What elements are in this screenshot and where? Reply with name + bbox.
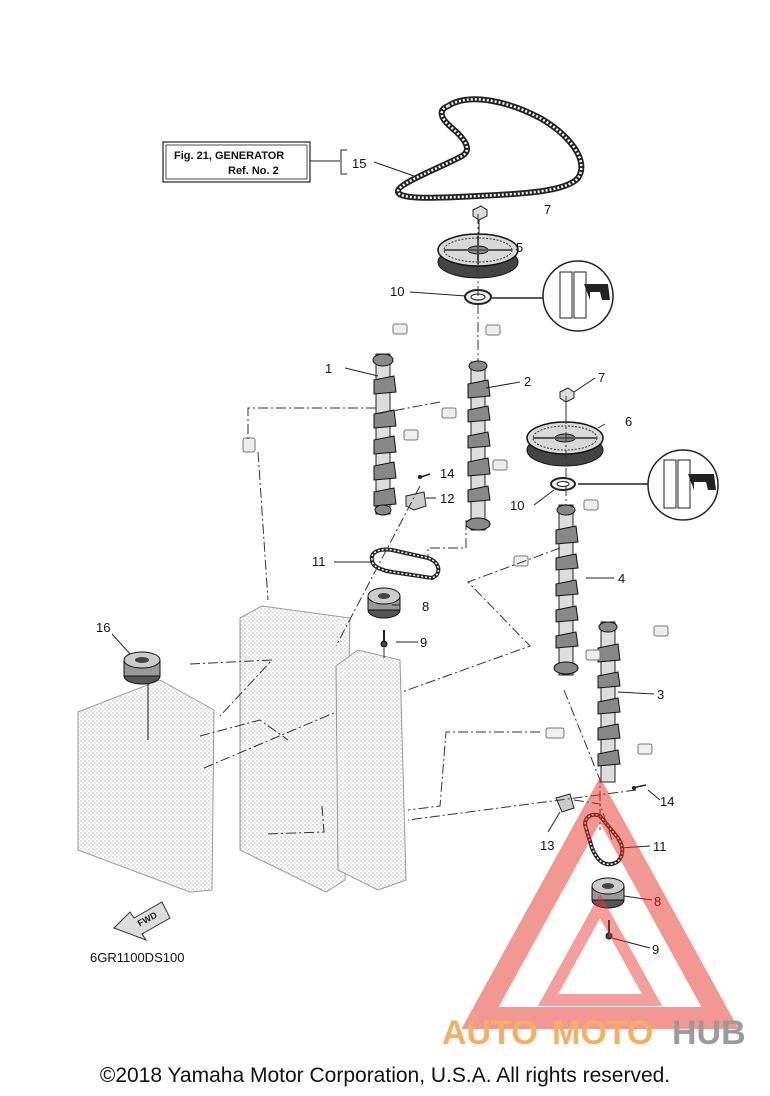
callout-leader-lines — [111, 161, 661, 949]
callout-11-right: 11 — [653, 839, 667, 854]
callout-9-right: 9 — [652, 942, 659, 957]
oil-seal-ring-top — [464, 289, 543, 305]
callout-2: 2 — [524, 374, 531, 389]
callout-4: 4 — [618, 571, 625, 586]
crank-sprocket-right — [591, 877, 625, 909]
sprocket-bolt-9-left — [380, 630, 388, 648]
callout-15: 15 — [352, 156, 366, 171]
chain-tensioner-12 — [405, 491, 427, 511]
callout-numbers: 1 2 3 4 5 6 7 7 8 8 9 9 10 10 11 11 12 1… — [96, 156, 674, 957]
timing-chain-left — [369, 547, 441, 581]
callout-14-right: 14 — [660, 794, 674, 809]
crank-sprocket-left — [367, 587, 401, 619]
callout-7-top: 7 — [544, 202, 551, 217]
watermark-hub: HUB — [672, 1014, 746, 1052]
sprocket-bolt-right — [559, 387, 575, 420]
callout-13: 13 — [540, 838, 554, 853]
callout-10-top: 10 — [390, 284, 404, 299]
copyright-notice: ©2018 Yamaha Motor Corporation, U.S.A. A… — [99, 1064, 671, 1087]
forward-direction-arrow: FWD — [113, 901, 171, 942]
callout-12: 12 — [440, 491, 454, 506]
chain-guide-13 — [555, 793, 575, 813]
timing-belt — [395, 96, 585, 201]
cylinder-head-right — [335, 649, 407, 891]
automotohub-watermark: AUTO MOTO HUB — [442, 777, 746, 1052]
reference-box-title: Fig. 21, GENERATOR — [174, 150, 284, 162]
sprocket-bolt-9-right — [605, 920, 613, 940]
callout-6: 6 — [625, 414, 632, 429]
camshaft-3 — [597, 621, 621, 783]
watermark-auto: AUTO — [442, 1014, 538, 1052]
generator-reference-box[interactable]: Fig. 21, GENERATOR Ref. No. 2 — [162, 141, 347, 183]
seal-detail-circle-top — [542, 260, 614, 332]
idler-pulley-16 — [123, 651, 161, 740]
callout-11-left: 11 — [312, 554, 326, 569]
seal-detail-circle-right — [647, 449, 719, 521]
chain-guide-bolt-14-left — [417, 473, 431, 479]
diagram-code: 6GR1100DS100 — [90, 950, 184, 965]
oil-seal-ring-right — [550, 477, 648, 491]
callout-5: 5 — [516, 240, 523, 255]
watermark-moto: MOTO — [552, 1014, 653, 1052]
callout-16: 16 — [96, 620, 110, 635]
camshaft-1 — [372, 353, 397, 516]
callout-1: 1 — [325, 361, 332, 376]
callout-14-left: 14 — [440, 466, 454, 481]
reference-box-ref: Ref. No. 2 — [228, 165, 279, 177]
sprocket-bolt-top — [472, 205, 488, 236]
crankcase-block — [77, 679, 215, 893]
callout-8-left: 8 — [422, 599, 429, 614]
callout-9-left: 9 — [420, 635, 427, 650]
callout-3: 3 — [657, 687, 664, 702]
chain-guide-bolt-14-right — [631, 784, 647, 790]
cam-sprocket-intake — [526, 421, 604, 467]
callout-10-right: 10 — [510, 498, 524, 513]
cylinder-head-left — [239, 605, 351, 893]
camshaft-2 — [465, 360, 491, 531]
callout-7-right: 7 — [598, 370, 605, 385]
valve-lifter-fittings — [242, 323, 669, 755]
camshaft-4 — [553, 504, 579, 676]
